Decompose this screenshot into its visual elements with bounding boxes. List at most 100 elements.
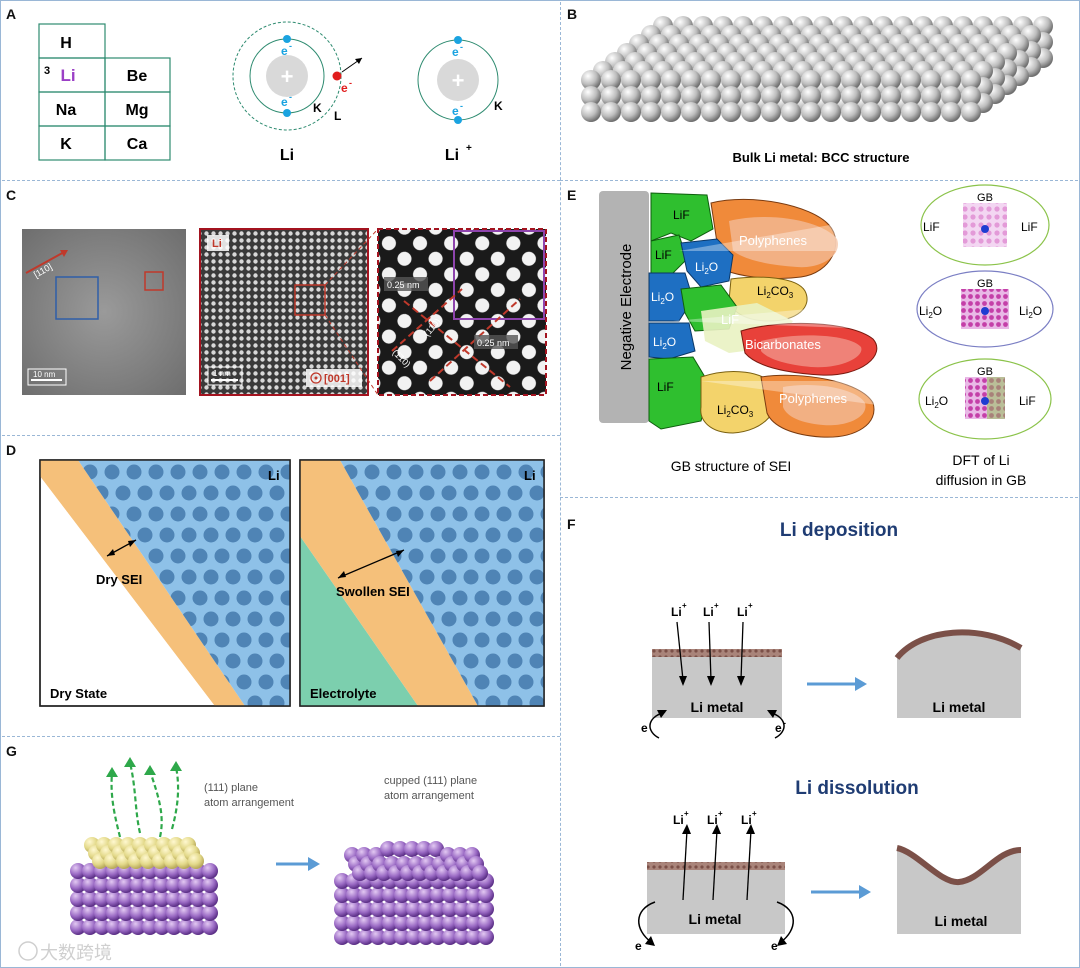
li-atom: [474, 632, 490, 648]
svg-text:-: -: [349, 78, 352, 88]
li-atom: [118, 905, 134, 921]
li-atom: [258, 632, 274, 648]
bcc-atom: [821, 70, 841, 90]
label-lif-4: LiF: [657, 380, 674, 394]
li-atom: [518, 674, 534, 690]
li-atom: [370, 915, 386, 931]
li-atom: [280, 590, 290, 606]
li-atom: [190, 891, 206, 907]
li-atom: [485, 485, 501, 501]
li-atom: [203, 527, 219, 543]
bcc-atom: [821, 102, 841, 122]
bcc-atom: [701, 70, 721, 90]
li-atom: [408, 464, 424, 480]
li-atom: [364, 464, 380, 480]
bcc-atom: [941, 70, 961, 90]
li-atom: [507, 527, 523, 543]
li-atom: [418, 929, 434, 945]
svg-text:Li: Li: [707, 813, 718, 827]
divider-c-d: [2, 435, 560, 436]
li-atom: [269, 653, 285, 669]
li-atom: [452, 464, 468, 480]
li-atom: [225, 485, 241, 501]
bcc-atom: [741, 86, 761, 106]
li-atom: [142, 877, 158, 893]
li-atom: [540, 674, 544, 690]
grain-li2o-1: [680, 238, 734, 288]
transform-arrow: [308, 857, 320, 871]
li-atom: [418, 901, 434, 917]
bcc-atom: [641, 102, 661, 122]
li-atom: [70, 905, 86, 921]
svg-text:Li: Li: [737, 605, 748, 619]
li-atom: [430, 915, 446, 931]
li-atom: [552, 612, 561, 627]
li-atom: [419, 485, 435, 501]
li-atom: [463, 527, 479, 543]
svg-text:e: e: [635, 939, 642, 953]
li-atom: [159, 527, 175, 543]
li-atom: [419, 569, 435, 585]
li-atom: [334, 901, 350, 917]
hrtem-roi-box: [294, 284, 326, 316]
li-atom: [430, 887, 446, 903]
li-atom: [214, 590, 230, 606]
li-atom: [247, 485, 263, 501]
sei-crust-dep: [652, 649, 782, 657]
li-atom: [106, 891, 122, 907]
li-atom: [126, 506, 142, 522]
bcc-atom: [661, 70, 681, 90]
li-atom: [430, 590, 446, 606]
panel-label-c: C: [6, 187, 17, 203]
li-atom: [452, 548, 468, 564]
li-electron-bottom: e: [281, 95, 288, 109]
dissolution-title: Li dissolution: [795, 778, 919, 799]
li-atom: [82, 863, 98, 879]
li-atom: [269, 611, 285, 627]
sei-crust-dis: [647, 862, 785, 870]
dep-arrow: [855, 677, 867, 691]
bcc-atom: [781, 102, 801, 122]
li-atom: [130, 877, 146, 893]
element-li: Li: [60, 66, 75, 85]
li-atom: [474, 464, 490, 480]
li-atom: [370, 901, 386, 917]
li-metal-label-dep-left: Li metal: [691, 699, 744, 715]
li-atom: [496, 464, 512, 480]
li-atom: [214, 632, 230, 648]
panel-g: G: [0, 737, 560, 968]
panel-a: A H 3 Li Be Na Mg K Ca: [0, 0, 560, 180]
li-atom: [203, 611, 219, 627]
bcc-atom: [881, 70, 901, 90]
li-atom: [474, 548, 490, 564]
li-atom: [236, 506, 252, 522]
li-atom: [258, 590, 274, 606]
svg-text:-: -: [289, 92, 292, 102]
li-atom: [334, 873, 350, 889]
li-atom: [496, 674, 512, 690]
li-atom: [507, 653, 523, 669]
li-atom: [202, 891, 218, 907]
svg-text:+: +: [452, 68, 465, 93]
li-atom: [166, 919, 182, 935]
li-atom: [507, 611, 523, 627]
dft-structure-1: [920, 184, 1050, 266]
surface-atom: [392, 841, 408, 857]
li-atom: [466, 929, 482, 945]
li-atom: [478, 887, 494, 903]
li-atom: [552, 570, 561, 585]
bcc-atom: [721, 70, 741, 90]
panel-label-e: E: [567, 187, 577, 203]
dft-structure-3: [918, 358, 1052, 440]
bcc-atom: [641, 86, 661, 106]
li-atom: [430, 929, 446, 945]
li-atom: [430, 506, 446, 522]
li-atom: [418, 887, 434, 903]
svg-text:e: e: [641, 721, 648, 735]
d-spacing-label-2: 0.25 nm: [477, 338, 510, 348]
shell-k-label: K: [313, 101, 322, 115]
bcc-atom: [901, 70, 921, 90]
dis-arrow: [859, 885, 871, 899]
divider-a-c: [2, 180, 560, 181]
li-atom: [247, 611, 263, 627]
